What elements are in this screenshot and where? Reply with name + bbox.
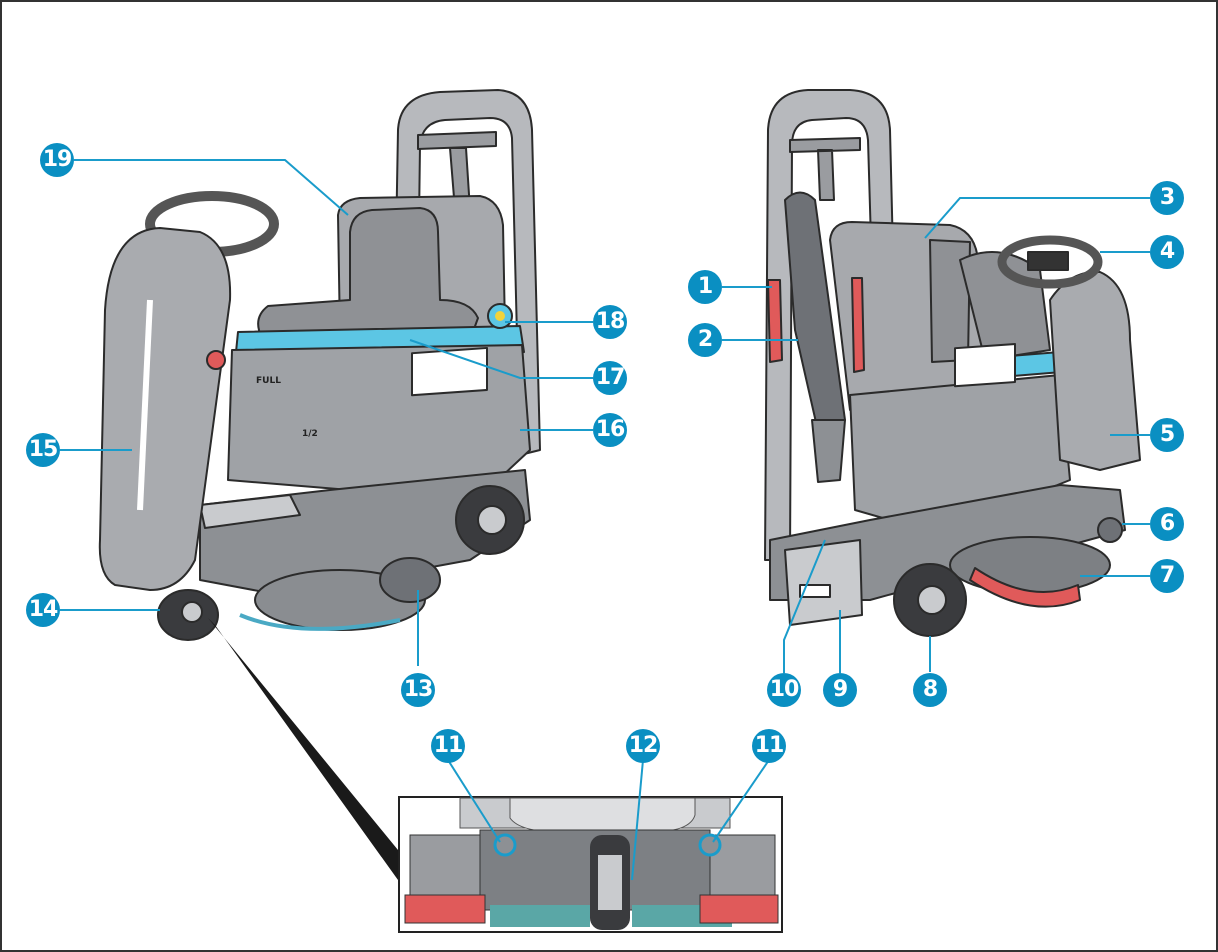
callout-17: 17 [593,361,627,395]
callout-3: 3 [1150,181,1184,215]
callout-8: 8 [913,673,947,707]
callout-9: 9 [823,673,857,707]
right-brush-deck [949,536,1111,594]
inset-red-blade-right [699,894,779,924]
leader-lines [60,159,1150,881]
callout-12: 12 [626,729,660,763]
right-red-blade [969,567,1081,608]
callout-15: 15 [26,433,60,467]
left-body-plate [411,346,488,397]
leader-11b [712,759,770,843]
left-seat [257,207,479,341]
callout-10: 10 [767,673,801,707]
left-side-panel [98,227,232,591]
inset-pivot-left [493,833,517,857]
callout-7: 7 [1150,559,1184,593]
callout-11-left: 11 [431,729,465,763]
callout-16: 16 [593,413,627,447]
right-roller [1097,517,1123,543]
leader-11a [447,759,501,843]
right-machine-view [764,89,1141,637]
callout-2: 2 [688,323,722,357]
right-battery-drawer [784,539,863,626]
callout-5: 5 [1150,418,1184,452]
inset-pivot-right [698,833,722,857]
right-steering-wheel [997,235,1103,289]
left-emergency-stop [206,350,226,370]
leader-10 [783,539,826,673]
right-body-plate [954,343,1016,388]
leader-19 [74,159,349,216]
right-red-rail-left [767,279,783,363]
callout-13: 13 [401,673,435,707]
left-machine-view [98,89,541,641]
underside-detail-inset [208,618,783,933]
left-level-full-label: FULL [256,376,281,386]
callout-14: 14 [26,593,60,627]
right-t-handle [789,137,861,201]
callout-11-right: 11 [752,729,786,763]
callout-18: 18 [593,305,627,339]
leader-3 [924,197,1150,239]
callout-4: 4 [1150,235,1184,269]
inset-red-blade-left [404,894,486,924]
left-level-half-label: 1/2 [302,429,318,439]
leader-12 [631,759,644,881]
right-red-rail-right [851,277,865,373]
callout-19: 19 [40,143,74,177]
callout-1: 1 [688,270,722,304]
leader-17 [409,339,593,379]
callout-6: 6 [1150,507,1184,541]
